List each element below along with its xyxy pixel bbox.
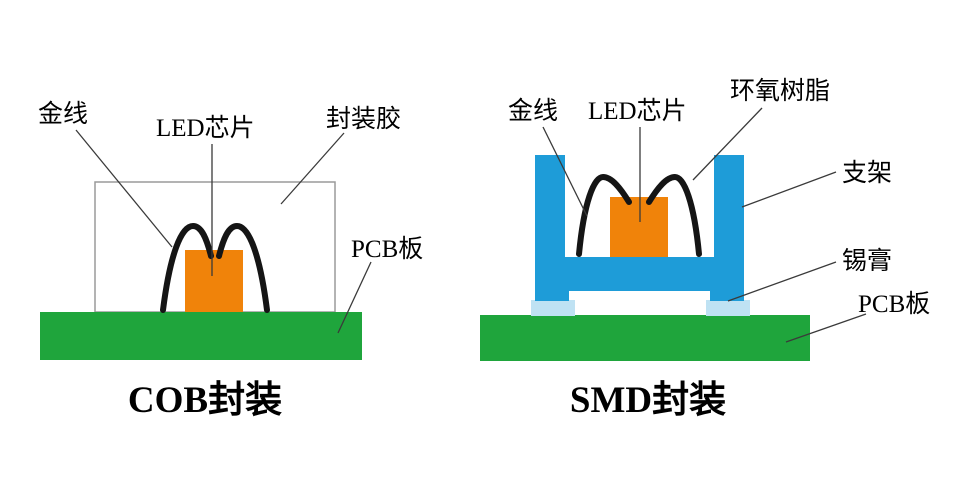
smd-solder-paste-right [706,300,750,316]
smd-gold-wire-leader-line [542,126,588,217]
cob-diagram: 金线 LED芯片 封装胶 PCB板 COB封装 [38,100,423,421]
smd-gold-wire-right-icon [646,173,702,257]
smd-solder-paste-leader-line [727,261,837,302]
smd-pcb-label: PCB板 [858,290,930,318]
cob-caption: COB封装 [128,379,282,421]
smd-led-chip [610,197,668,257]
smd-gold-wire-label: 金线 [508,97,558,125]
smd-bracket-leader-line [741,171,837,208]
cob-encapsulant-label: 封装胶 [326,105,401,133]
smd-bracket-left-foot [535,291,569,301]
cob-led-chip [185,250,243,312]
smd-diagram: 金线 LED芯片 环氧树脂 支架 锡膏 PCB板 SMD封装 [480,77,930,421]
cob-gold-wire-leader-line [75,129,173,248]
smd-epoxy-leader-line [692,107,763,181]
smd-solder-paste-label: 锡膏 [842,247,892,275]
cob-pcb-board [40,312,362,360]
smd-epoxy-resin-label: 环氧树脂 [730,77,830,105]
cob-pcb-leader-line [337,261,372,334]
smd-bracket-right-foot [710,291,744,301]
cob-gold-wire-label: 金线 [38,100,88,128]
smd-gold-wire-left-icon [576,173,632,257]
cob-gold-wire-right-icon [216,222,270,313]
smd-pcb-board [480,315,810,361]
smd-pcb-leader-line [785,313,867,343]
cob-gold-wire-left-icon [160,222,214,313]
cob-pcb-label: PCB板 [351,235,423,263]
smd-led-chip-label: LED芯片 [588,97,687,125]
smd-bracket-label: 支架 [842,159,892,187]
smd-bracket-base [535,257,744,291]
smd-caption: SMD封装 [570,379,726,421]
cob-encapsulant-leader-line [280,132,345,205]
cob-led-chip-label: LED芯片 [156,114,255,142]
smd-solder-paste-left [531,300,575,316]
